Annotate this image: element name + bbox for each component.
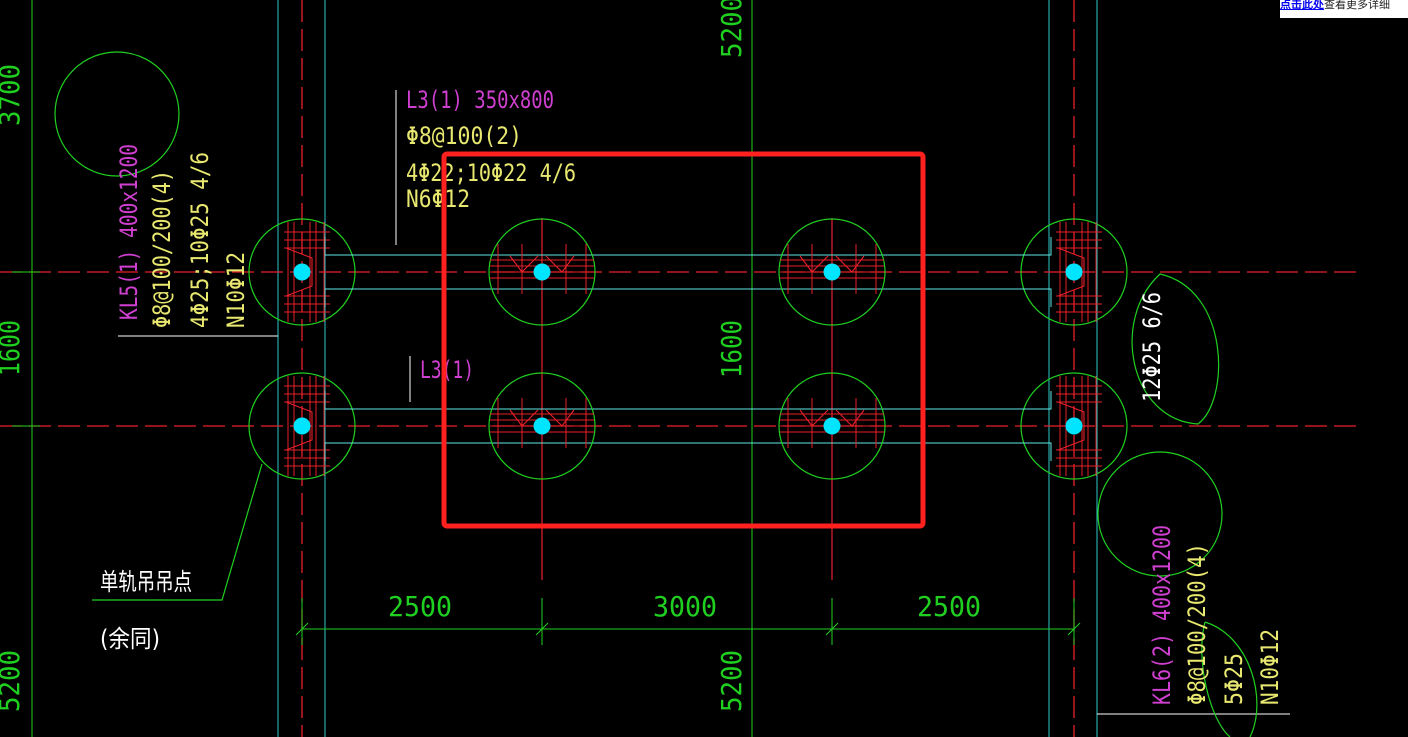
pile-center-dot: [1065, 263, 1083, 281]
kl6-stirrup: Φ8@100/200(4): [1183, 543, 1211, 705]
hoist-leader: [92, 463, 263, 601]
kl5-title: KL5(1) 400x1200: [115, 144, 143, 320]
ad-banner[interactable]: 点击此处查看更多详细: [1280, 0, 1408, 18]
highlight-box: [441, 151, 926, 529]
dim-5200-top: 5200: [715, 0, 748, 58]
pile-circle: [778, 218, 886, 326]
rebar-hook: [1057, 401, 1085, 451]
kl6-title: KL6(2) 400x1200: [1148, 525, 1176, 705]
kl5-annotation: KL5(1) 400x1200 Φ8@100/200(4) 4Φ25;10Φ25…: [115, 144, 250, 328]
pile-beam-stub: [1021, 391, 1052, 461]
hoist-note: 单轨吊吊点: [100, 568, 192, 596]
annotation-lens: [1131, 273, 1220, 425]
right-bars-label: 12Φ25 6/6: [1138, 292, 1166, 402]
dim-5200-left: 5200: [0, 650, 26, 712]
kl5-side-bars: N10Φ12: [222, 252, 250, 328]
pile: [778, 372, 886, 480]
pile-circle: [1020, 218, 1128, 326]
l3-annotation: L3(1) 350x800 Φ8@100(2) 4Φ22;10Φ22 4/6 N…: [406, 86, 576, 213]
beam-lines: [325, 254, 1049, 444]
dim-1600-mid: 1600: [715, 320, 748, 378]
l3-title: L3(1) 350x800: [406, 86, 554, 114]
pile-circle: [1020, 372, 1128, 480]
kl5-main-bars: 4Φ25;10Φ25 4/6: [186, 152, 214, 328]
l3-side-bars: N6Φ12: [406, 185, 470, 213]
banner-text: 查看更多详细: [1324, 0, 1390, 11]
pile: [1020, 218, 1128, 326]
pile: [248, 372, 356, 480]
l3-main-bars: 4Φ22;10Φ22 4/6: [406, 159, 576, 187]
dim-2500-right: 2500: [917, 590, 981, 623]
kl6-main-bars: 5Φ25: [1220, 653, 1248, 705]
pile: [778, 218, 886, 326]
dim-5200-bottom: 5200: [715, 650, 748, 712]
pile-center-dot: [533, 417, 551, 435]
rebar-hook: [1057, 247, 1085, 297]
pile: [248, 218, 356, 326]
vertical-dimension-labels: 1600 5200 5200 3700 1600 5200: [0, 0, 748, 712]
annotation-arc: [1201, 621, 1258, 737]
pile: [1020, 372, 1128, 480]
dim-1600-left: 1600: [0, 320, 26, 376]
kl5-stirrup: Φ8@100/200(4): [148, 170, 176, 328]
pile-center-dot: [823, 417, 841, 435]
rebar-hook: [509, 255, 575, 273]
dim-3000: 3000: [653, 590, 717, 623]
pile-rebar: [284, 222, 330, 322]
rebar-hook: [285, 401, 313, 451]
kl6-side-bars: N10Φ12: [1256, 629, 1284, 705]
dimension-tick: [825, 622, 839, 636]
pile-center-dot: [293, 263, 311, 281]
dim-3700-left: 3700: [0, 64, 26, 126]
grid-lines: [31, 0, 1290, 737]
dim-2500-left: 2500: [388, 590, 452, 623]
rebar-hook: [799, 409, 865, 427]
l3-short-label: L3(1): [420, 356, 474, 384]
leader-lines: [92, 463, 263, 601]
pile-circle: [248, 372, 356, 480]
dimension-tick: [295, 622, 309, 636]
pile-circle: [248, 218, 356, 326]
dimension-tick: [1067, 622, 1081, 636]
pile-center-dot: [533, 263, 551, 281]
pile-center-dot: [1065, 417, 1083, 435]
hoist-note-sub: (余同): [100, 625, 160, 653]
pile-beam-stub: [324, 391, 355, 461]
pile-center-dot: [823, 263, 841, 281]
pile: [488, 372, 596, 480]
rebar-hook: [799, 255, 865, 273]
banner-link[interactable]: 点击此处: [1280, 0, 1324, 11]
annotation-shapes: [54, 51, 1258, 737]
dimension-tick: [535, 622, 549, 636]
pile-circle: [488, 372, 596, 480]
pile-beam-stub: [324, 237, 355, 307]
annotation-circle: [54, 51, 180, 177]
kl6-annotation: KL6(2) 400x1200 Φ8@100/200(4) 5Φ25 N10Φ1…: [1148, 525, 1284, 705]
rebar-hook: [285, 247, 313, 297]
l3-stirrup: Φ8@100(2): [406, 122, 522, 150]
annotation-circle: [1097, 451, 1223, 577]
pile-group: [248, 218, 1128, 480]
pile-center-dot: [293, 417, 311, 435]
horizontal-dimension-labels: 2500 3000 2500: [388, 590, 981, 623]
pile-beam-stub: [1021, 237, 1052, 307]
rebar-hook: [509, 409, 575, 427]
pile-circle: [778, 372, 886, 480]
dimension-lines: [295, 598, 1081, 645]
pile-circle: [488, 218, 596, 326]
pile: [488, 218, 596, 326]
